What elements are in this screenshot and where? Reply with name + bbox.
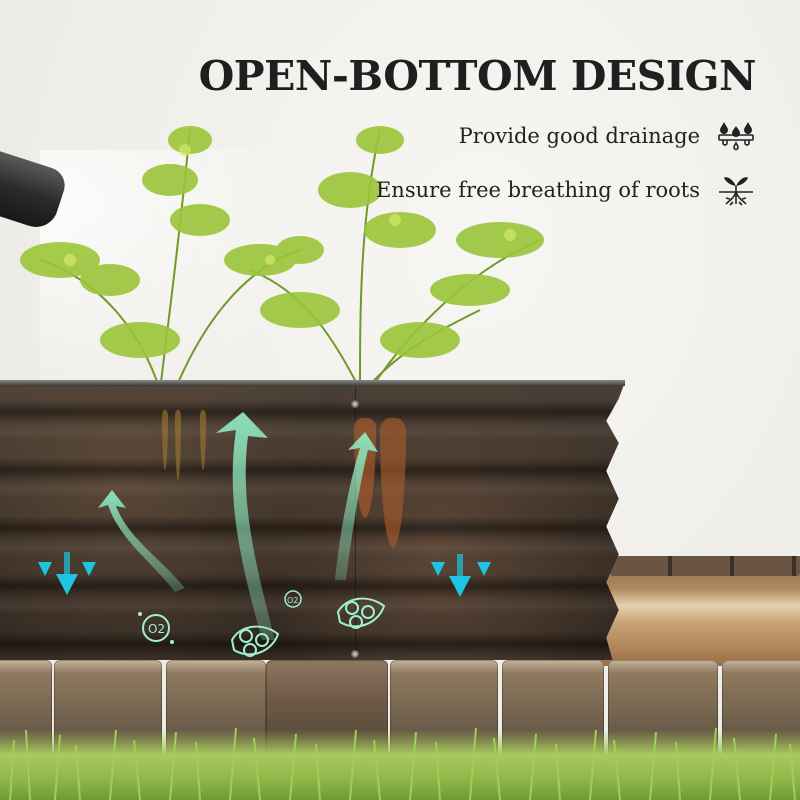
headline: OPEN-BOTTOM DESIGN [198, 52, 757, 100]
sprout-roots-icon [719, 177, 753, 206]
plant-root [200, 410, 206, 470]
feature-root-breathing-label: Ensure free breathing of roots [375, 178, 700, 202]
planter-rim [0, 380, 625, 386]
carrot-plants [20, 126, 544, 391]
corrugated-raised-bed [0, 382, 625, 660]
feature-drainage: Provide good drainage [459, 118, 756, 154]
grass-blades [9, 727, 796, 800]
water-drainage-icon [718, 122, 754, 151]
bolt-bottom [351, 650, 359, 658]
background-bed-edging [610, 556, 800, 576]
plant-root [162, 410, 168, 470]
bolt-top [351, 400, 359, 408]
feature-root-breathing: Ensure free breathing of roots [376, 172, 756, 208]
plant-root [175, 410, 181, 480]
feature-drainage-label: Provide good drainage [458, 124, 700, 148]
